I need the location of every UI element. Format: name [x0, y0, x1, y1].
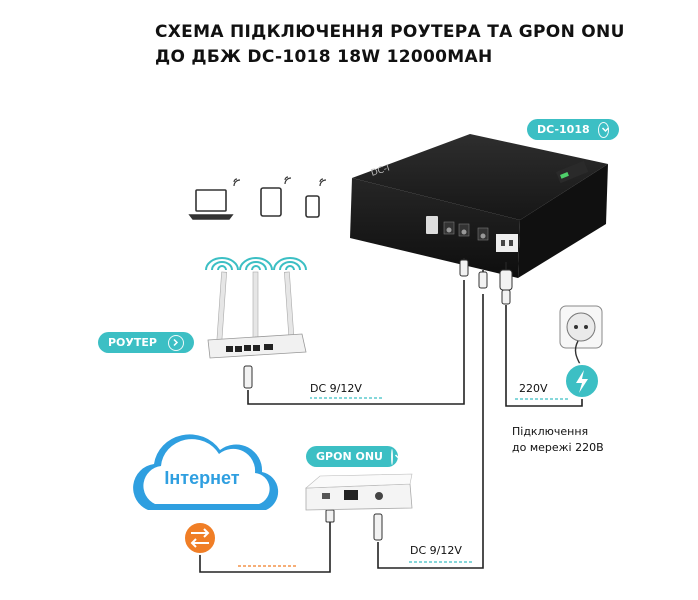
ups-ac-input — [496, 234, 518, 252]
chevron-down-icon — [390, 448, 402, 465]
router-cable-label: DC 9/12V — [310, 382, 362, 395]
laptop-icon — [188, 178, 241, 220]
ups-badge: DC-1018 — [527, 119, 619, 140]
router-badge-label: РОУТЕР — [108, 336, 157, 349]
mains-line-2: до мережі 220В — [512, 441, 604, 454]
chevron-right-icon — [168, 334, 184, 351]
title-line-1: СХЕМА ПІДКЛЮЧЕННЯ РОУТЕРА ТА GPON ONU — [155, 22, 625, 42]
wifi-signal-icon — [205, 257, 307, 271]
wall-socket-icon — [559, 305, 603, 369]
tablet-icon — [260, 176, 292, 217]
ups-badge-label: DC-1018 — [537, 123, 590, 136]
router-badge: РОУТЕР — [98, 332, 194, 353]
mains-cable-label: 220V — [519, 382, 548, 395]
mains-connection-label: Підключення до мережі 220В — [512, 424, 632, 456]
onu-dc-cable — [377, 270, 484, 569]
chevron-down-icon — [597, 121, 609, 138]
title-line-2: ДО ДБЖ DC-1018 18W 12000MAH — [155, 47, 493, 67]
ups-device: DC-I — [350, 134, 608, 278]
internet-cloud-icon — [133, 434, 279, 510]
router-device — [205, 257, 307, 359]
lightning-icon — [564, 363, 600, 399]
internet-label: Інтернет — [164, 468, 239, 488]
fiber-cable — [199, 518, 331, 573]
mains-line-1: Підключення — [512, 425, 589, 438]
ups-usb-port — [426, 216, 438, 234]
exchange-icon — [183, 521, 217, 555]
phone-icon — [305, 178, 327, 218]
diagram-title: СХЕМА ПІДКЛЮЧЕННЯ РОУТЕРА ТА GPON ONU ДО… — [155, 20, 675, 70]
onu-badge-label: GPON ONU — [316, 450, 383, 463]
onu-cable-label: DC 9/12V — [410, 544, 462, 557]
onu-device — [305, 473, 413, 511]
onu-badge: GPON ONU — [306, 446, 402, 467]
plugs — [243, 259, 587, 541]
flow-arrows — [238, 397, 568, 567]
